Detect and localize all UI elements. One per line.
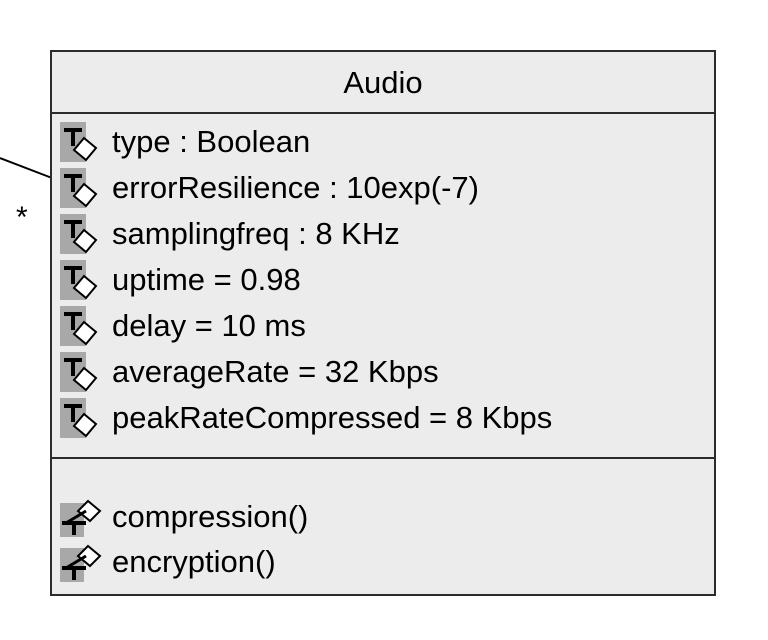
operation-text: encryption() — [112, 543, 276, 579]
association-line[interactable] — [0, 157, 53, 179]
attribute-row[interactable]: type : Boolean — [52, 119, 714, 165]
operation-icon — [60, 542, 112, 582]
association-multiplicity: * — [16, 201, 28, 234]
attribute-row[interactable]: errorResilience : 10exp(-7) — [52, 165, 714, 211]
attribute-text: delay = 10 ms — [112, 308, 306, 343]
attribute-row[interactable]: samplingfreq : 8 KHz — [52, 211, 714, 257]
uml-class-audio[interactable]: Audio type : Boolean errorResilience : 1… — [50, 50, 716, 596]
operation-row[interactable]: compression() — [52, 494, 714, 539]
operation-icon — [60, 497, 112, 537]
attribute-icon — [60, 260, 112, 300]
attribute-text: errorResilience : 10exp(-7) — [112, 170, 479, 205]
attribute-row[interactable]: peakRateCompressed = 8 Kbps — [52, 395, 714, 441]
attribute-text: uptime = 0.98 — [112, 262, 301, 297]
attribute-icon — [60, 214, 112, 254]
operation-text: compression() — [112, 498, 309, 534]
attribute-row[interactable]: delay = 10 ms — [52, 303, 714, 349]
attribute-icon — [60, 352, 112, 392]
attribute-icon — [60, 168, 112, 208]
attribute-icon — [60, 398, 112, 438]
attribute-icon — [60, 306, 112, 346]
attributes-compartment: type : Boolean errorResilience : 10exp(-… — [52, 114, 714, 459]
operations-compartment: compression() encryption() — [52, 459, 714, 584]
operation-row[interactable]: encryption() — [52, 539, 714, 584]
attribute-row[interactable]: averageRate = 32 Kbps — [52, 349, 714, 395]
attribute-text: type : Boolean — [112, 124, 311, 159]
class-name[interactable]: Audio — [52, 52, 714, 114]
attribute-icon — [60, 122, 112, 162]
attribute-text: averageRate = 32 Kbps — [112, 354, 439, 389]
attribute-text: peakRateCompressed = 8 Kbps — [112, 400, 553, 435]
attribute-row[interactable]: uptime = 0.98 — [52, 257, 714, 303]
attribute-text: samplingfreq : 8 KHz — [112, 216, 400, 251]
